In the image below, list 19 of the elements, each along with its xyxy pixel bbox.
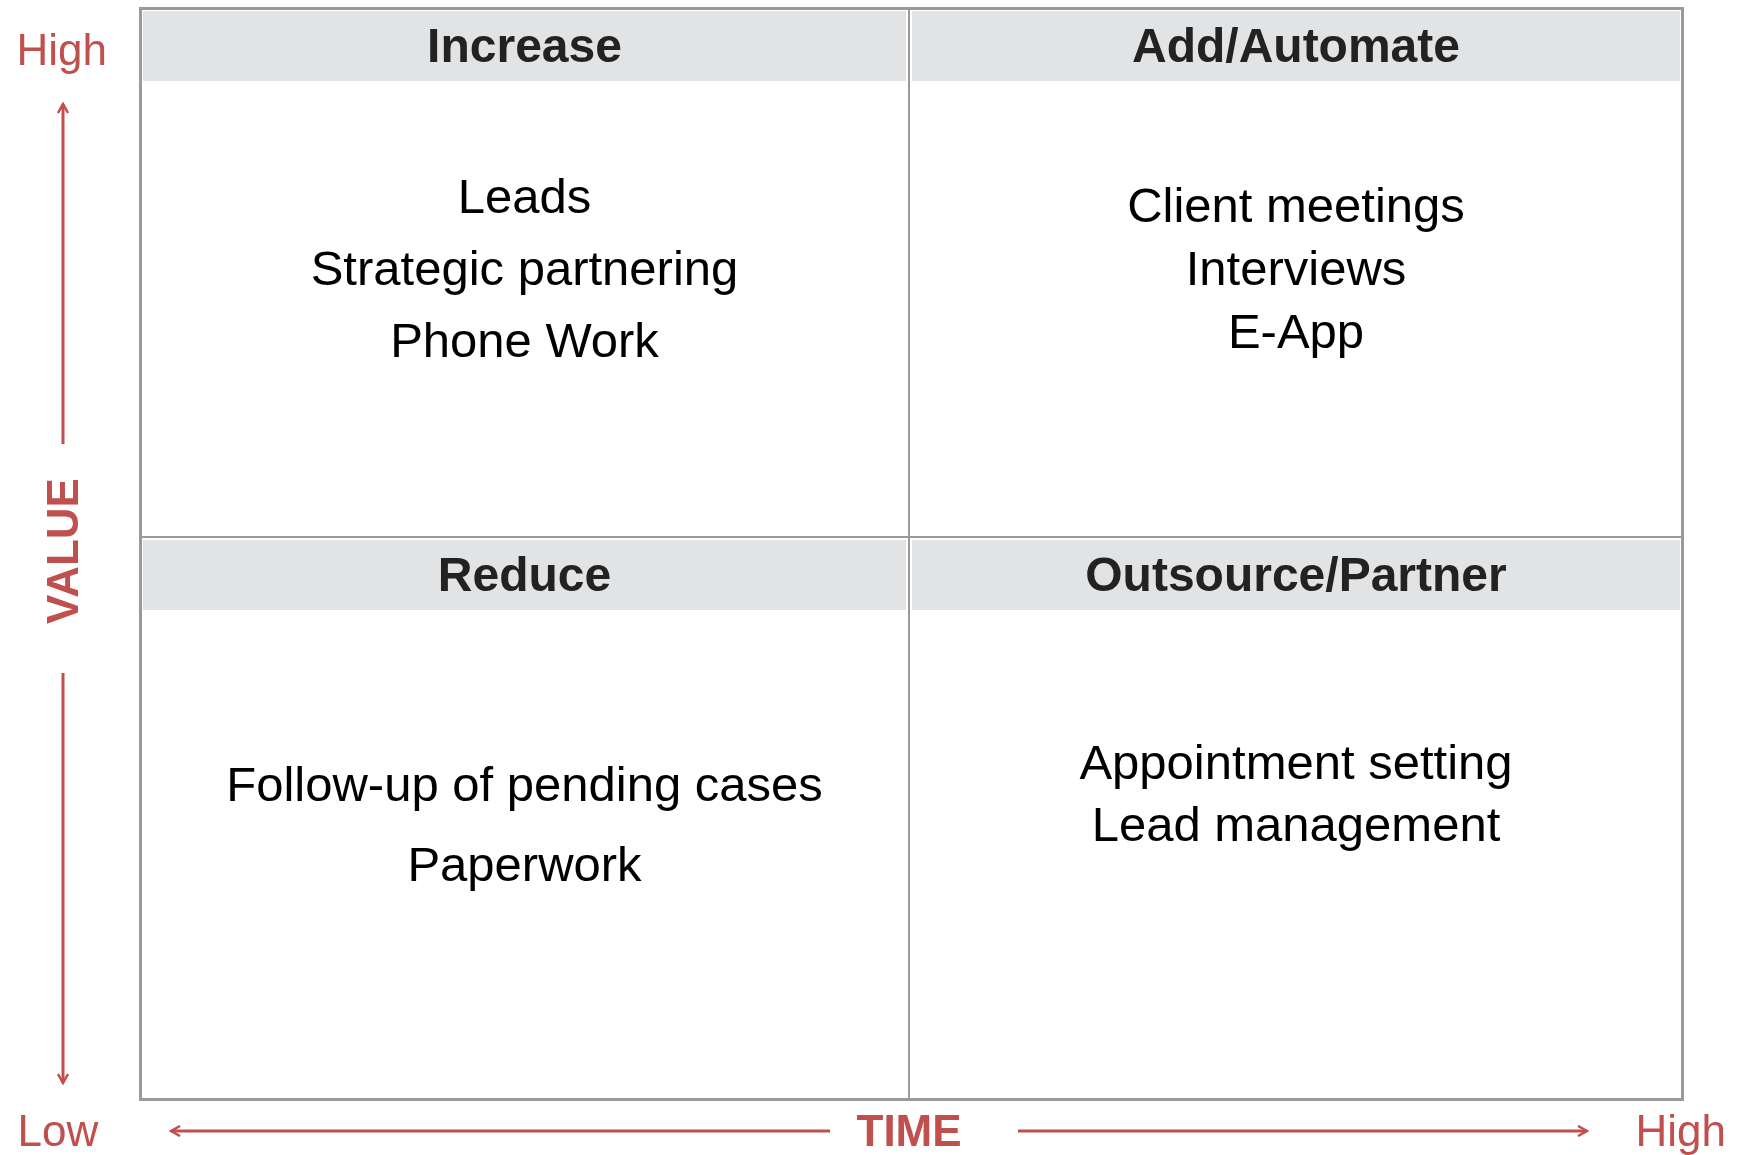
quadrant-heading: Outsource/Partner <box>912 540 1680 610</box>
axis-end-label: Low <box>17 1106 99 1155</box>
list-item: Paperwork <box>406 836 643 893</box>
list-item: Lead management <box>1090 796 1502 853</box>
list-item: Phone Work <box>389 312 660 369</box>
quadrant-heading: Increase <box>143 11 906 81</box>
list-item: Strategic partnering <box>309 240 740 297</box>
list-item: Appointment setting <box>1078 734 1514 791</box>
list-item: Follow-up of pending cases <box>225 756 824 813</box>
list-item: E-App <box>1226 303 1366 360</box>
quadrant-heading: Reduce <box>143 540 906 610</box>
axis-end-label: High <box>16 25 107 75</box>
axis-end-label: High <box>1635 1106 1726 1155</box>
axis-title: TIME <box>856 1106 962 1155</box>
list-item: Interviews <box>1184 240 1408 297</box>
list-item: Client meetings <box>1126 177 1466 234</box>
axis-title: VALUE <box>37 478 88 624</box>
quadrant-heading: Add/Automate <box>912 11 1680 81</box>
list-item: Leads <box>456 168 593 225</box>
